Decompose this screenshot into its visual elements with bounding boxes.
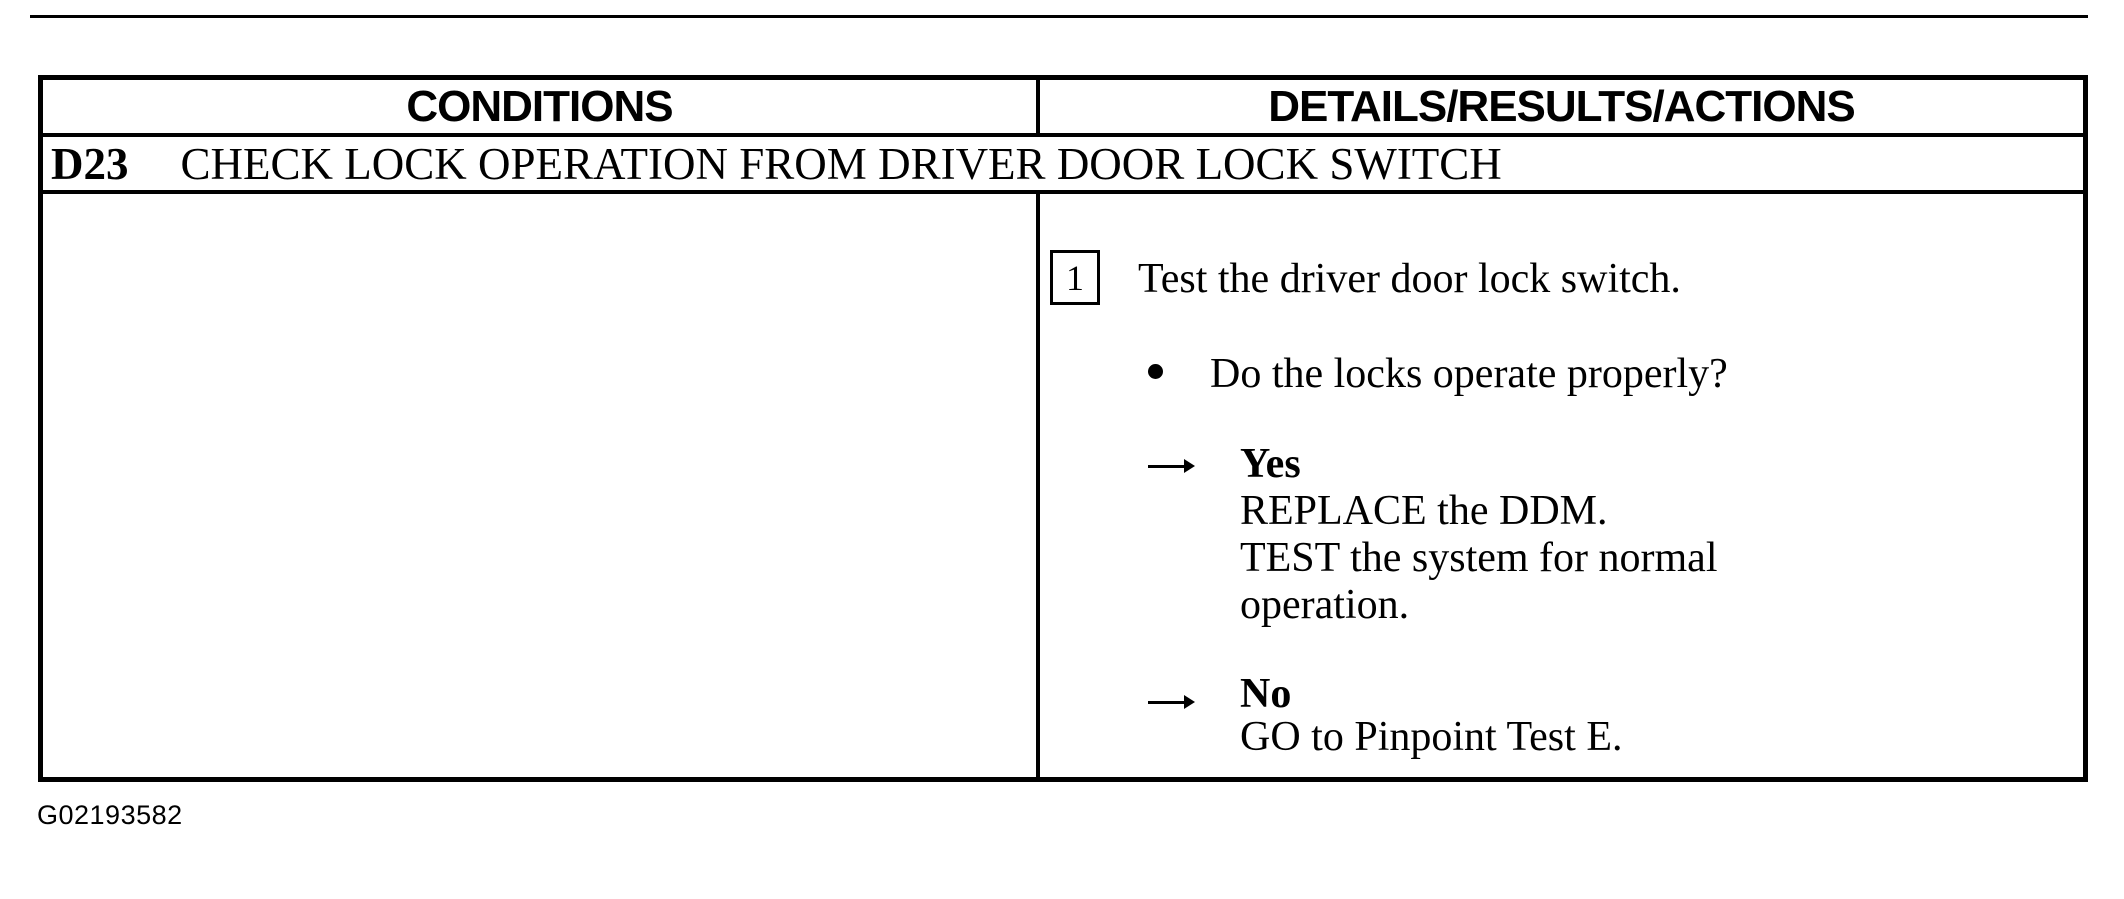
outcome-no-actions: GO to Pinpoint Test E. — [1240, 714, 1622, 761]
table-body-row: 1 Test the driver door lock switch. Do t… — [43, 194, 2083, 777]
table-header-row: CONDITIONS DETAILS/RESULTS/ACTIONS — [43, 80, 2083, 137]
column-header-conditions: CONDITIONS — [43, 80, 1040, 133]
details-results-actions-cell: 1 Test the driver door lock switch. Do t… — [1040, 194, 2083, 777]
outcome-yes-label: Yes — [1240, 441, 1301, 487]
outcome-yes-action-line: TEST the system for normal — [1240, 535, 1718, 581]
test-step-row: D23 CHECK LOCK OPERATION FROM DRIVER DOO… — [43, 137, 2083, 194]
step-instruction: Test the driver door lock switch. — [1138, 256, 1681, 302]
arrow-head — [1184, 459, 1195, 473]
arrow-shaft — [1148, 701, 1185, 704]
test-step-title: CHECK LOCK OPERATION FROM DRIVER DOOR LO… — [180, 138, 1502, 189]
outcome-yes-actions: REPLACE the DDM. TEST the system for nor… — [1240, 488, 1717, 629]
outcome-no-label: No — [1240, 671, 1292, 717]
outcome-yes-action-line: REPLACE the DDM. — [1240, 488, 1608, 534]
conditions-cell — [43, 194, 1040, 777]
arrow-shaft — [1148, 465, 1185, 468]
pinpoint-test-table: CONDITIONS DETAILS/RESULTS/ACTIONS D23 C… — [38, 75, 2088, 782]
outcome-yes-action-line: operation. — [1240, 582, 1410, 628]
question-text: Do the locks operate properly? — [1210, 351, 1728, 397]
column-header-details-results-actions: DETAILS/RESULTS/ACTIONS — [1268, 81, 1856, 131]
test-step-id: D23 — [51, 138, 129, 189]
arrow-right-icon — [1148, 694, 1195, 710]
outcome-no-action-line: GO to Pinpoint Test E. — [1240, 714, 1623, 760]
step-number: 1 — [1066, 257, 1084, 298]
step-number-box: 1 — [1050, 250, 1100, 305]
page-top-rule — [30, 15, 2088, 18]
bullet-icon — [1148, 364, 1163, 379]
arrow-right-icon — [1148, 458, 1195, 474]
arrow-head — [1184, 695, 1195, 709]
figure-id: G02193582 — [37, 800, 183, 830]
